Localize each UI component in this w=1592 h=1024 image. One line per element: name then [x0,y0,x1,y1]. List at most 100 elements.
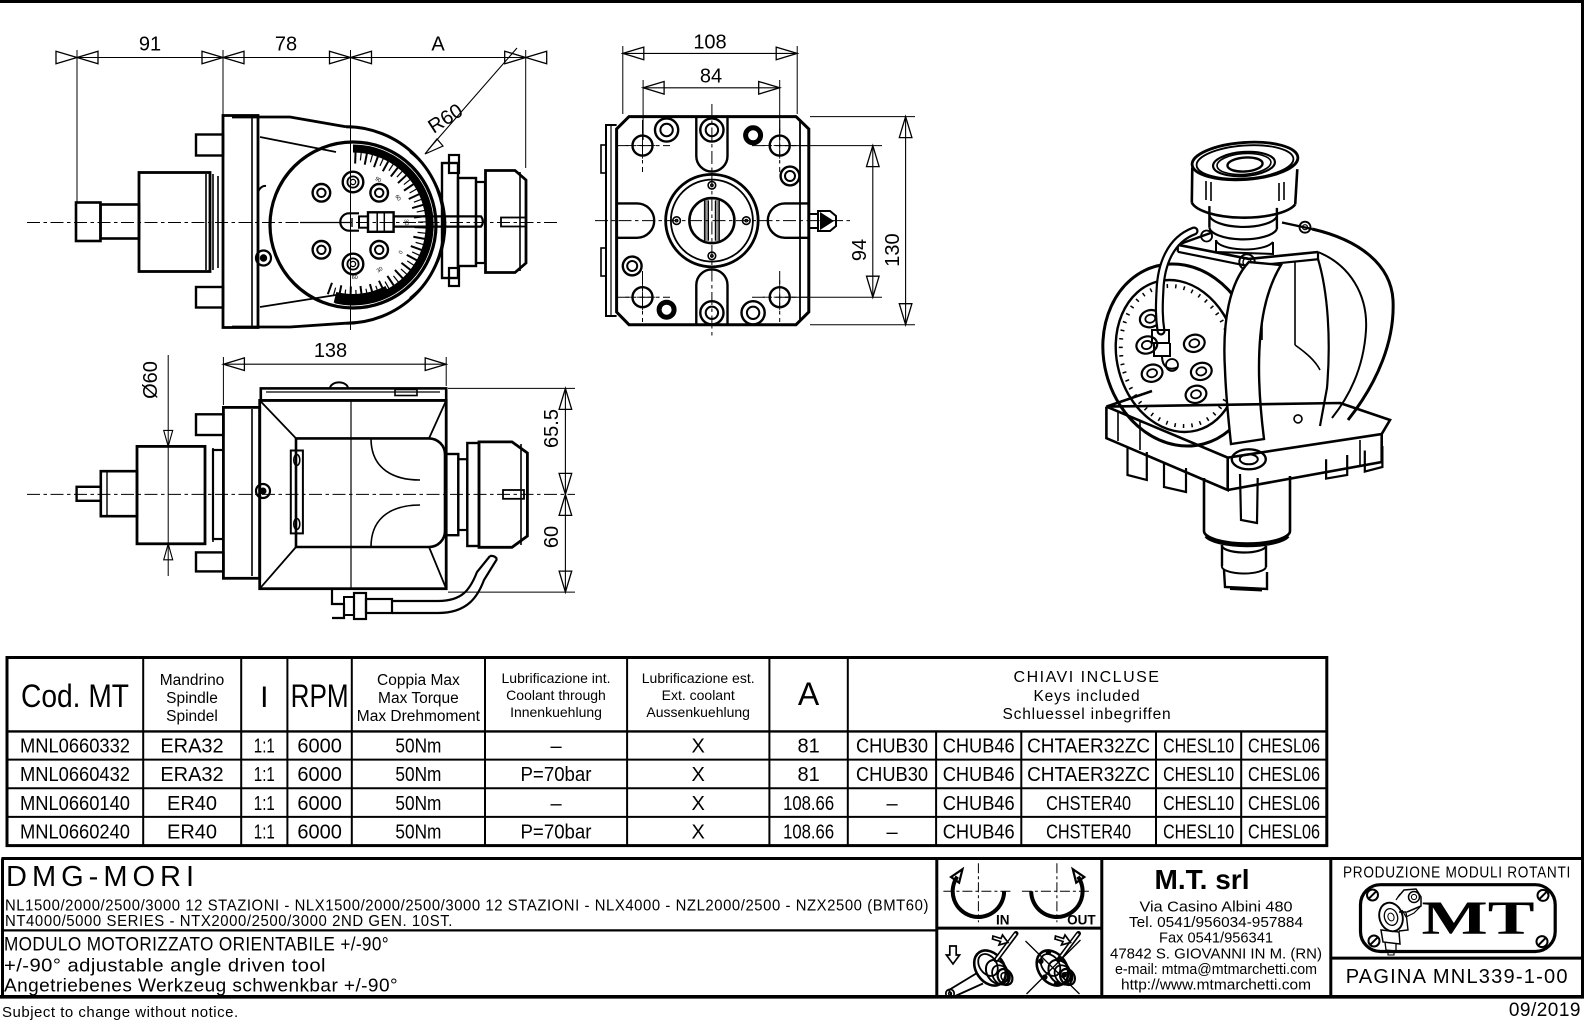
svg-text:MT: MT [1422,892,1535,945]
svg-text:81: 81 [797,736,819,758]
svg-text:60: 60 [352,275,358,281]
svg-text:47842 S. GIOVANNI IN M. (RN): 47842 S. GIOVANNI IN M. (RN) [1110,946,1322,962]
svg-text:–: – [550,793,562,815]
svg-text:CHESL06: CHESL06 [1248,822,1320,844]
svg-text:1:1: 1:1 [254,764,275,786]
svg-text:108: 108 [693,32,726,54]
svg-text:50Nm: 50Nm [395,736,441,758]
svg-text:50Nm: 50Nm [395,764,441,786]
svg-text:Subject to change without noti: Subject to change without notice. [2,1004,239,1021]
svg-text:CHSTER40: CHSTER40 [1046,822,1131,844]
svg-text:6000: 6000 [297,793,342,815]
svg-text:e-mail: mtma@mtmarchetti.com: e-mail: mtma@mtmarchetti.com [1115,962,1317,978]
svg-text:Ext. coolant: Ext. coolant [662,687,735,703]
svg-text:78: 78 [275,34,297,56]
svg-text:108.66: 108.66 [783,822,834,844]
svg-text:CHUB46: CHUB46 [943,793,1015,815]
svg-text:09/2019: 09/2019 [1509,1000,1581,1021]
svg-text:Coolant through: Coolant through [506,687,606,703]
svg-text:CHUB46: CHUB46 [943,764,1015,786]
svg-text:Schluessel inbegriffen: Schluessel inbegriffen [1003,706,1172,723]
svg-text:I: I [260,681,268,714]
svg-text:–: – [886,793,898,815]
svg-text:MNL0660240: MNL0660240 [20,822,130,844]
svg-text:1:1: 1:1 [254,736,275,758]
svg-text:6000: 6000 [297,822,342,844]
svg-text:Aussenkuehlung: Aussenkuehlung [646,704,750,720]
svg-text:M.T. srl: M.T. srl [1155,864,1250,895]
svg-text:65.5: 65.5 [541,409,563,448]
svg-text:Innenkuehlung: Innenkuehlung [510,704,602,720]
svg-text:Max Torque: Max Torque [378,690,459,707]
svg-text:ERA32: ERA32 [160,736,223,758]
svg-text:6000: 6000 [297,764,342,786]
svg-text:91: 91 [139,34,161,56]
svg-text:30: 30 [403,219,410,226]
svg-text:Lubrificazione int.: Lubrificazione int. [502,670,611,686]
svg-text:94: 94 [849,239,871,261]
svg-text:CHIAVI INCLUSE: CHIAVI INCLUSE [1014,669,1161,686]
svg-text:Max Drehmoment: Max Drehmoment [357,708,481,725]
svg-text:138: 138 [314,340,347,362]
svg-text:Cod. MT: Cod. MT [21,678,129,714]
svg-text:130: 130 [882,233,904,266]
svg-text:http://www.mtmarchetti.com: http://www.mtmarchetti.com [1121,978,1311,994]
svg-text:108.66: 108.66 [783,793,834,815]
svg-text:Keys included: Keys included [1034,688,1141,705]
svg-text:MNL0660432: MNL0660432 [20,764,130,786]
svg-text:X: X [692,822,705,844]
svg-text:CHUB46: CHUB46 [943,736,1015,758]
svg-text:–: – [550,736,562,758]
svg-text:Ø60: Ø60 [140,361,162,399]
svg-text:Angetriebenes Werkzeug schwenk: Angetriebenes Werkzeug schwenkbar +/-90° [4,976,398,996]
svg-text:CHESL10: CHESL10 [1163,736,1234,758]
svg-text:CHESL06: CHESL06 [1248,764,1320,786]
svg-text:RPM: RPM [291,678,349,714]
svg-text:CHSTER40: CHSTER40 [1046,793,1131,815]
svg-text:60: 60 [541,526,563,548]
svg-text:CHESL10: CHESL10 [1163,764,1234,786]
svg-text:ERA32: ERA32 [160,764,223,786]
svg-text:OUT: OUT [1067,913,1096,928]
svg-text:CHESL10: CHESL10 [1163,793,1234,815]
svg-text:50Nm: 50Nm [395,793,441,815]
svg-text:MODULO MOTORIZZATO ORIENTABILE: MODULO MOTORIZZATO ORIENTABILE +/-90° [4,935,389,956]
svg-text:MNL0660332: MNL0660332 [20,736,130,758]
svg-text:NL1500/2000/2500/3000 12 STAZI: NL1500/2000/2500/3000 12 STAZIONI - NLX1… [5,898,929,915]
svg-text:0: 0 [396,249,403,255]
svg-text:CHTAER32ZC: CHTAER32ZC [1027,764,1150,786]
svg-text:Coppia Max: Coppia Max [377,672,460,689]
svg-text:Via Casino Albini 480: Via Casino Albini 480 [1140,900,1293,916]
svg-text:P=70bar: P=70bar [521,822,592,844]
svg-text:CHESL06: CHESL06 [1248,736,1320,758]
svg-text:ER40: ER40 [167,822,217,844]
svg-text:Mandrino: Mandrino [160,672,225,689]
svg-text:CHUB46: CHUB46 [943,822,1015,844]
svg-text:P=70bar: P=70bar [521,764,592,786]
svg-text:CHESL06: CHESL06 [1248,793,1320,815]
svg-text:Fax 0541/956341: Fax 0541/956341 [1159,931,1273,947]
svg-text:CHUB30: CHUB30 [856,736,928,758]
svg-text:+/-90° adjustable angle driven: +/-90° adjustable angle driven tool [4,956,326,976]
svg-text:MNL0660140: MNL0660140 [20,793,130,815]
svg-text:Spindel: Spindel [166,708,218,725]
svg-text:CHTAER32ZC: CHTAER32ZC [1027,736,1150,758]
svg-text:ER40: ER40 [167,793,217,815]
svg-text:A: A [798,676,820,712]
svg-text:NT4000/5000 SERIES - NTX2000/2: NT4000/5000 SERIES - NTX2000/2500/3000 2… [5,913,453,930]
svg-text:CHUB30: CHUB30 [856,764,928,786]
svg-text:CHESL10: CHESL10 [1163,822,1234,844]
svg-text:Tel. 0541/956034-957884: Tel. 0541/956034-957884 [1129,915,1303,931]
svg-text:Lubrificazione est.: Lubrificazione est. [642,670,755,686]
svg-text:IN: IN [996,913,1010,928]
svg-text:6000: 6000 [297,736,342,758]
svg-text:50Nm: 50Nm [395,822,441,844]
svg-text:X: X [692,736,705,758]
svg-text:84: 84 [700,66,722,88]
svg-text:DMG-MORI: DMG-MORI [6,861,199,893]
svg-text:60: 60 [393,194,401,202]
svg-text:30: 30 [376,266,384,274]
svg-text:1:1: 1:1 [254,822,275,844]
svg-text:1:1: 1:1 [254,793,275,815]
svg-text:–: – [886,822,898,844]
